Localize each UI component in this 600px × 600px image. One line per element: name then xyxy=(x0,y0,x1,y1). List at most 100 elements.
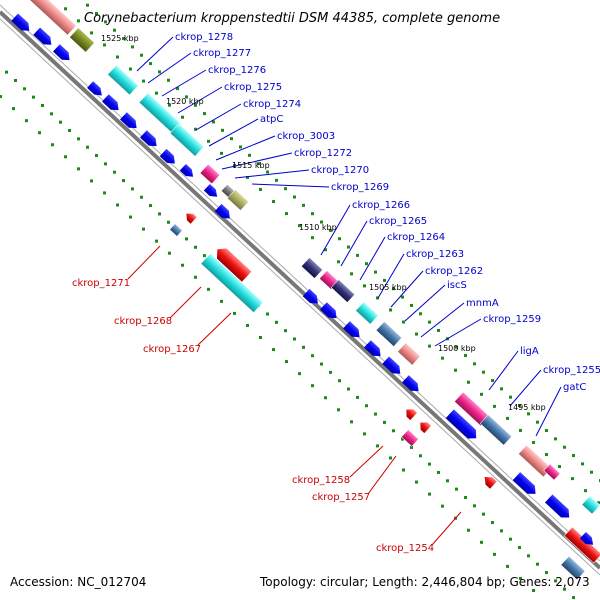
gene-label-ckrop-1265[interactable]: ckrop_1265 xyxy=(369,216,427,227)
gene-label-ckrop-1277[interactable]: ckrop_1277 xyxy=(193,48,251,59)
gene-label-ckrop-1275[interactable]: ckrop_1275 xyxy=(224,82,282,93)
gc-dot xyxy=(518,546,521,550)
gc-dot xyxy=(104,162,107,166)
gene-feature[interactable] xyxy=(302,288,322,307)
gene-feature[interactable] xyxy=(417,419,432,434)
gene-feature[interactable] xyxy=(11,13,32,35)
gene-label-ckrop-1255[interactable]: ckrop_1255 xyxy=(543,365,600,376)
gene-feature[interactable] xyxy=(579,531,596,548)
gene-feature[interactable] xyxy=(402,375,422,395)
gene-label-ckrop-1258[interactable]: ckrop_1258 xyxy=(292,475,350,486)
gene-feature[interactable] xyxy=(53,44,73,64)
gene-feature[interactable] xyxy=(107,64,139,96)
gene-feature[interactable] xyxy=(214,203,234,222)
gc-dot xyxy=(356,253,359,257)
gc-dot xyxy=(68,129,71,133)
gene-label-ckrop-1268[interactable]: ckrop_1268 xyxy=(114,316,172,327)
gene-feature[interactable] xyxy=(445,409,481,442)
gc-dot xyxy=(116,203,119,207)
gene-feature[interactable] xyxy=(543,463,561,481)
gene-feature[interactable] xyxy=(300,257,324,279)
gene-feature[interactable] xyxy=(355,301,379,325)
gc-dot xyxy=(64,7,67,11)
gene-label-liga[interactable]: ligA xyxy=(520,346,539,357)
gc-dot xyxy=(464,353,467,357)
gene-feature[interactable] xyxy=(33,27,54,49)
gene-label-gatc[interactable]: gatC xyxy=(563,382,586,393)
gene-feature[interactable] xyxy=(581,495,600,515)
leader-line xyxy=(251,183,330,188)
gene-feature[interactable] xyxy=(140,130,160,150)
gene-feature[interactable] xyxy=(479,414,513,446)
gene-feature[interactable] xyxy=(69,27,95,53)
gene-feature[interactable] xyxy=(382,356,403,378)
gene-feature[interactable] xyxy=(401,429,419,447)
gc-dot xyxy=(415,332,418,336)
gene-feature[interactable] xyxy=(87,81,105,98)
gene-label-ckrop-1259[interactable]: ckrop_1259 xyxy=(483,314,541,325)
gene-feature[interactable] xyxy=(200,253,264,313)
gc-dot xyxy=(482,512,485,516)
gene-label-ckrop-1254[interactable]: ckrop_1254 xyxy=(376,543,434,554)
gene-label-ckrop-1262[interactable]: ckrop_1262 xyxy=(425,266,483,277)
gene-label-ckrop-1278[interactable]: ckrop_1278 xyxy=(175,32,233,43)
gene-label-ckrop-1257[interactable]: ckrop_1257 xyxy=(312,492,370,503)
gene-feature[interactable] xyxy=(403,406,418,421)
gc-dot xyxy=(59,120,62,124)
gene-label-ckrop-3003[interactable]: ckrop_3003 xyxy=(277,131,335,142)
gc-dot xyxy=(176,87,179,91)
gene-label-iscs[interactable]: iscS xyxy=(447,280,467,291)
leader-line xyxy=(320,204,351,256)
gc-dot xyxy=(257,162,260,166)
gene-feature[interactable] xyxy=(169,123,205,157)
gene-label-mnma[interactable]: mnmA xyxy=(466,298,499,309)
gene-feature[interactable] xyxy=(364,340,384,360)
gene-feature[interactable] xyxy=(183,210,197,224)
gene-label-ckrop-1269[interactable]: ckrop_1269 xyxy=(331,182,389,193)
gene-feature[interactable] xyxy=(169,223,183,237)
gc-dot xyxy=(519,428,522,432)
gene-label-ckrop-1267[interactable]: ckrop_1267 xyxy=(143,344,201,355)
gc-dot xyxy=(482,370,485,374)
gene-label-ckrop-1263[interactable]: ckrop_1263 xyxy=(406,249,464,260)
gc-dot xyxy=(239,145,242,149)
gene-feature[interactable] xyxy=(120,112,140,132)
gene-feature[interactable] xyxy=(213,244,252,282)
gene-feature[interactable] xyxy=(102,94,122,114)
gene-feature[interactable] xyxy=(226,189,250,211)
gene-label-ckrop-1271[interactable]: ckrop_1271 xyxy=(72,278,130,289)
gene-feature[interactable] xyxy=(343,321,363,341)
gene-feature[interactable] xyxy=(512,472,540,498)
gene-feature[interactable] xyxy=(199,163,221,185)
gene-label-ckrop-1276[interactable]: ckrop_1276 xyxy=(208,65,266,76)
gene-feature[interactable] xyxy=(397,342,421,366)
gene-feature[interactable] xyxy=(320,302,340,322)
leader-line xyxy=(434,318,482,347)
gene-feature[interactable] xyxy=(544,494,573,521)
gc-dot xyxy=(131,187,134,191)
gc-dot xyxy=(383,278,386,282)
gene-feature[interactable] xyxy=(179,163,196,180)
gene-label-ckrop-1266[interactable]: ckrop_1266 xyxy=(352,200,410,211)
leader-line xyxy=(147,52,192,84)
gene-label-ckrop-1272[interactable]: ckrop_1272 xyxy=(294,148,352,159)
gene-feature[interactable] xyxy=(203,183,220,200)
gc-dot xyxy=(207,139,210,143)
gc-dot xyxy=(181,263,184,267)
gene-feature[interactable] xyxy=(481,473,497,489)
gene-label-atpc[interactable]: atpC xyxy=(260,114,283,125)
gene-feature[interactable] xyxy=(375,321,403,347)
gene-feature[interactable] xyxy=(23,0,77,36)
gc-dot xyxy=(493,552,496,556)
gene-label-ckrop-1270[interactable]: ckrop_1270 xyxy=(311,165,369,176)
gene-feature[interactable] xyxy=(560,555,586,581)
gc-dot xyxy=(563,587,566,591)
gene-feature[interactable] xyxy=(330,279,356,303)
gc-dot xyxy=(168,103,171,107)
gene-feature[interactable] xyxy=(159,148,179,167)
gene-label-ckrop-1264[interactable]: ckrop_1264 xyxy=(387,232,445,243)
gene-label-ckrop-1274[interactable]: ckrop_1274 xyxy=(243,99,301,110)
gc-dot xyxy=(383,420,386,424)
gc-dot xyxy=(480,392,483,396)
